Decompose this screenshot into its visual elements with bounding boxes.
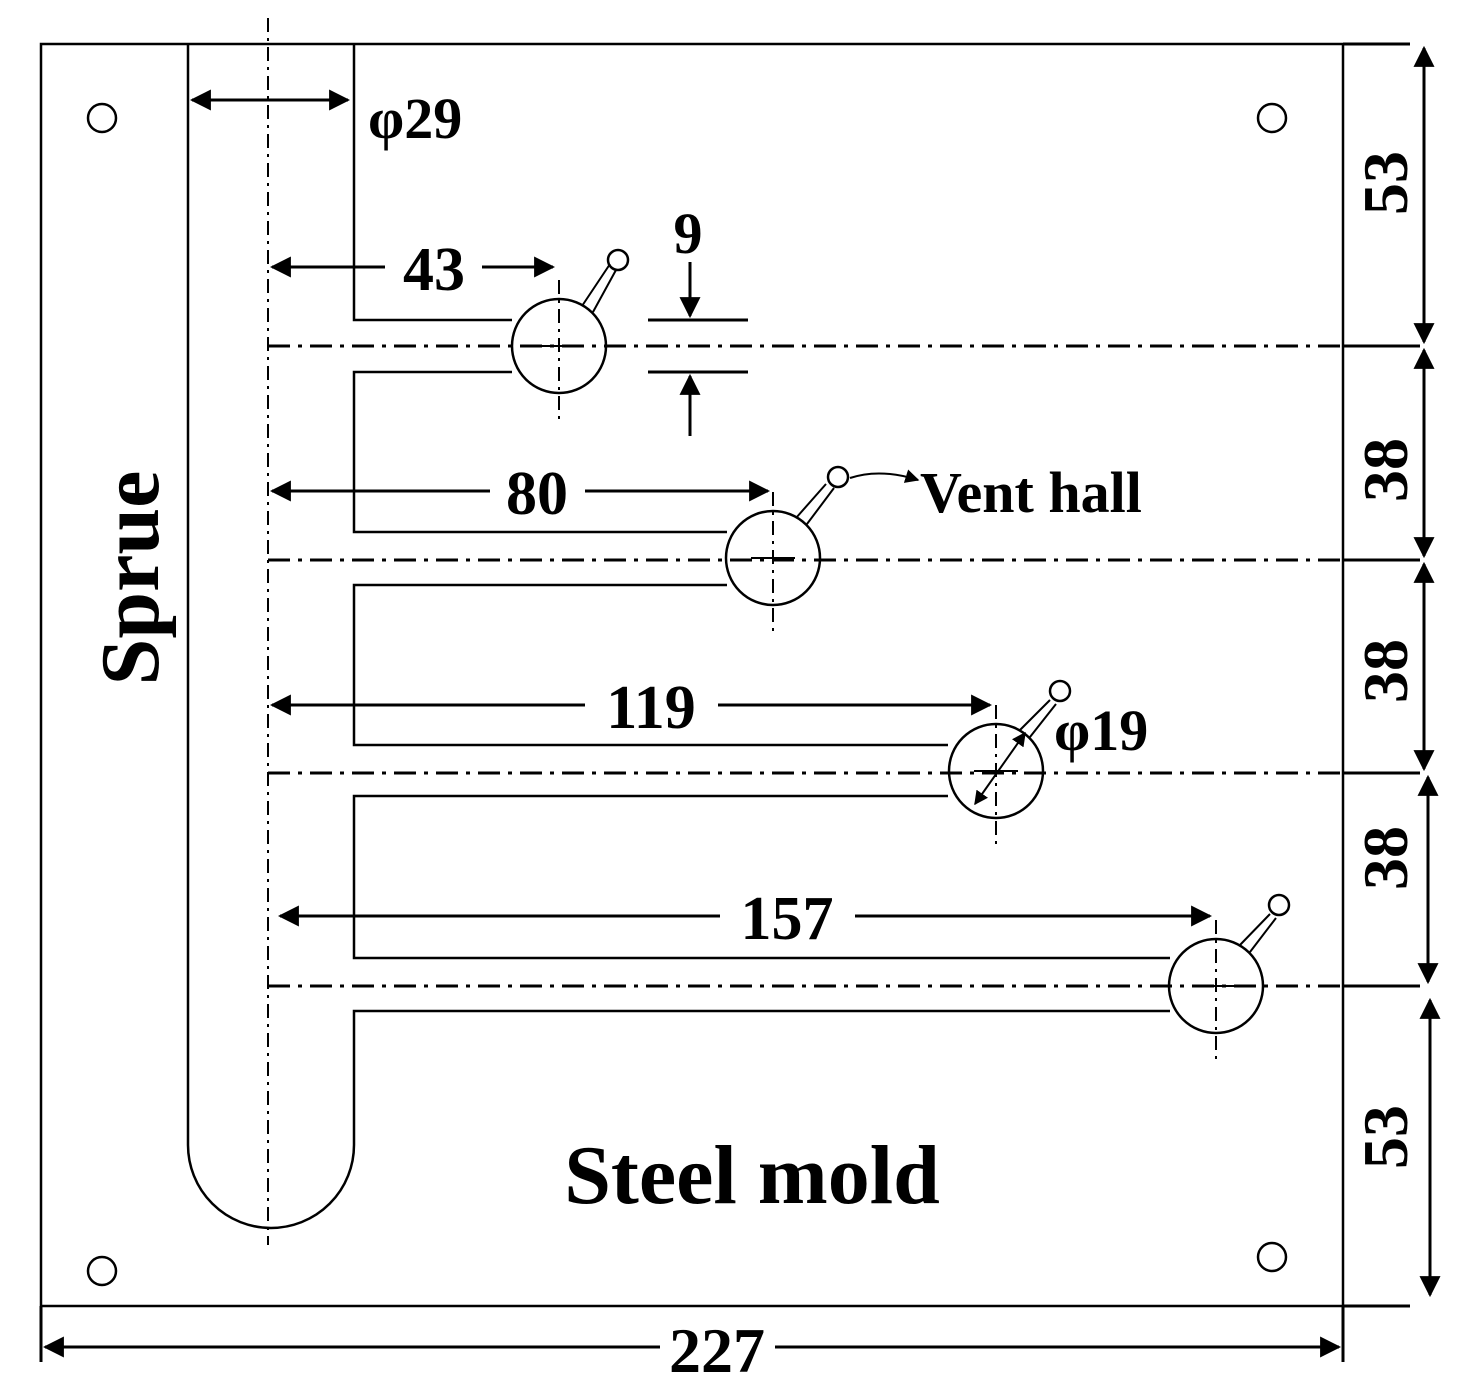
cavity-circle [1167,937,1265,1035]
vertical-spacing-label-2: 38 [1350,438,1421,502]
mold-outline [39,42,1345,1308]
cavity-diameter-label: φ19 [1054,698,1148,763]
runner-width-label: 9 [674,201,703,266]
cavity-circle [510,297,608,395]
bolt-hole [1256,102,1288,134]
vertical-spacing-label-1: 53 [1350,151,1421,215]
vent-hall-label: Vent hall [920,460,1142,525]
overall-width-label: 227 [669,1315,765,1386]
runner-distance-label-3: 119 [606,674,696,742]
sprue-diameter-label: φ29 [368,86,462,151]
vertical-spacing-label-5: 53 [1350,1105,1421,1169]
vertical-spacing-label-3: 38 [1350,639,1421,703]
runner-center-lines [268,344,1420,988]
vent-hole [606,248,630,272]
sprue-runner-outline [186,44,1170,1230]
vertical-dims [1343,42,1441,1308]
cavity-3 [947,679,1072,850]
bolt-hole [1256,1241,1288,1273]
vertical-spacing-label-4: 38 [1350,826,1421,890]
cavity-1 [510,248,630,425]
runner-distance-dims [269,256,1213,927]
runner-distance-label-4: 157 [741,885,834,953]
cavity-circle [724,509,822,607]
cavity-diameter-arrow [974,731,1026,806]
cavity-4 [1167,893,1291,1065]
cavity-circle [947,722,1045,820]
sprue-label: Sprue [84,471,177,686]
vent-hole [826,465,850,489]
vent-hall-pointer [849,469,920,483]
overall-width-dim [39,1306,1345,1362]
bolt-hole [86,1255,118,1287]
steel-mold-label: Steel mold [564,1129,940,1222]
runner-width-dim [648,262,748,436]
vent-hole [1267,893,1291,917]
cavity-2 [724,465,850,637]
bolt-hole [86,102,118,134]
runner-distance-label-2: 80 [506,460,568,528]
bolt-holes [86,102,1288,1287]
vent-hole [1048,679,1072,703]
runner-distance-label-1: 43 [403,236,465,304]
